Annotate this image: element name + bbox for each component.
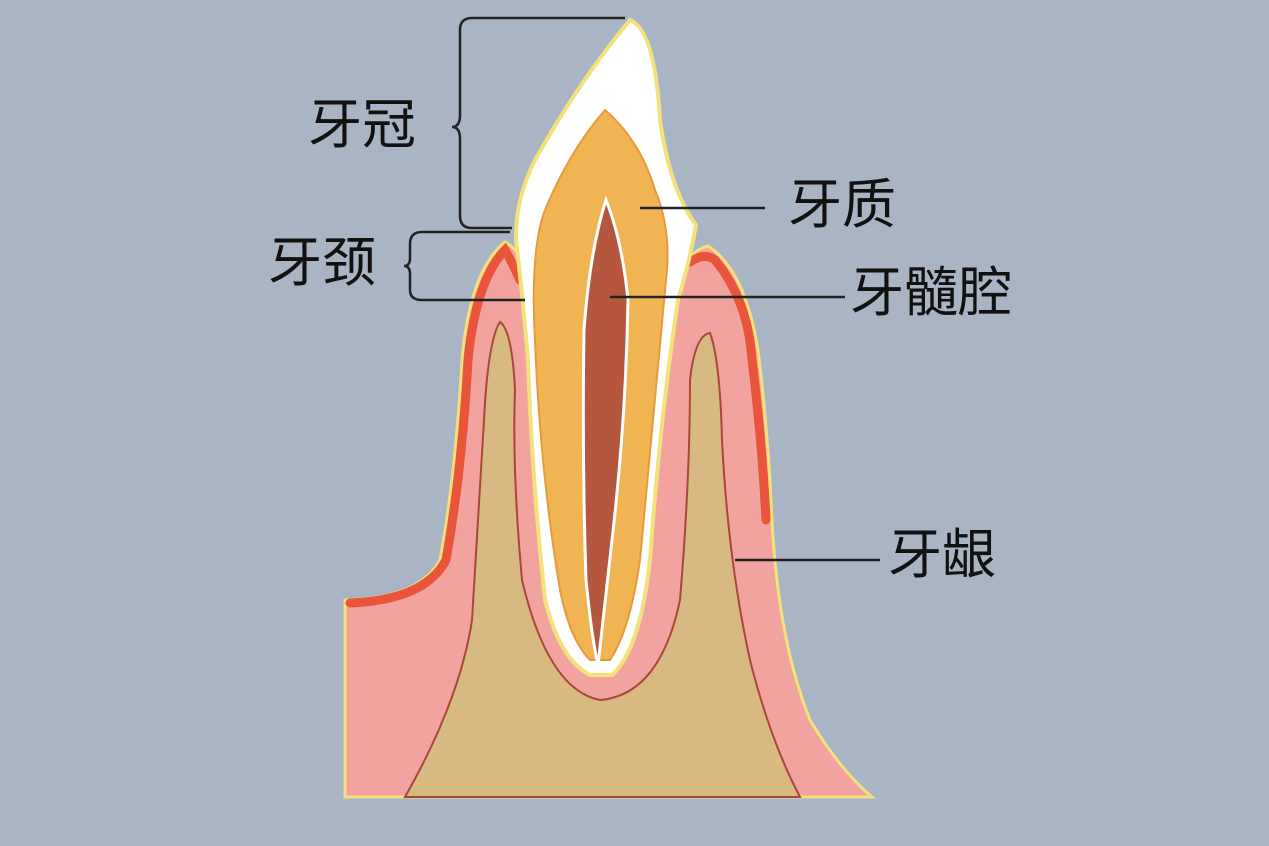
label-crown: 牙冠 <box>308 93 416 156</box>
neck-bracket <box>403 230 525 302</box>
label-neck: 牙颈 <box>268 231 376 294</box>
pulp-cavity <box>581 195 630 666</box>
gum-edge <box>345 242 771 608</box>
leader-lines <box>403 16 880 562</box>
label-dentin: 牙质 <box>788 173 896 236</box>
label-gum: 牙龈 <box>888 523 996 586</box>
label-pulp-cavity: 牙髓腔 <box>850 261 1012 324</box>
bone <box>403 320 802 798</box>
crown-bracket <box>451 16 625 230</box>
